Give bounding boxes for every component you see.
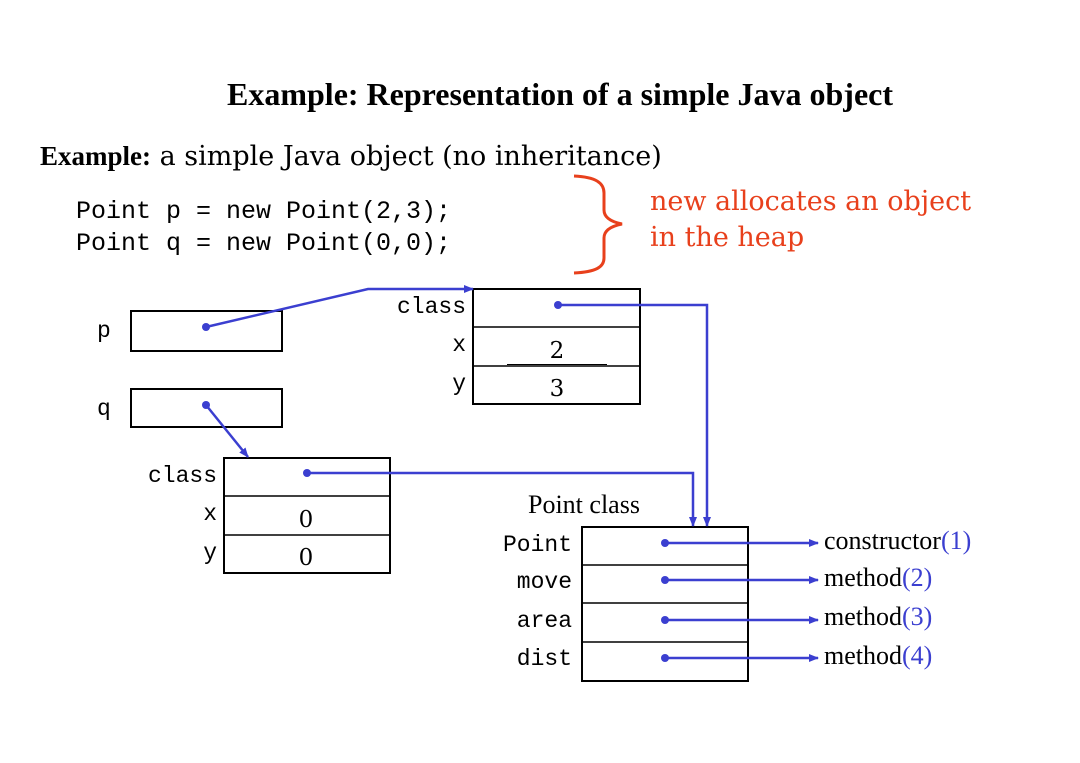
annotation-line-1: new allocates an object [650,186,972,217]
target-method-3-num: (3) [902,602,933,631]
target-constructor-label: constructor [824,526,941,555]
code-line-1: Point p = new Point(2,3); [76,197,452,226]
subtitle-lead: Example: [40,141,151,171]
target-method-3-label: method [824,602,902,631]
object-p-class-label: class [396,294,466,320]
slide-subtitle: Example: a simple Java object (no inheri… [40,141,662,172]
target-method-2-num: (2) [902,563,933,592]
point-class-row-dist: dist [516,646,572,672]
variable-p-label: p [97,318,111,344]
target-method-2-label: method [824,563,902,592]
variable-q-label: q [97,396,111,422]
object-p-x-value: 2 [549,338,565,364]
object-p-y-label: y [452,371,466,397]
point-class-row-point: Point [502,532,572,558]
subtitle-text: a simple Java object (no inheritance) [151,141,662,172]
pointer-p-class [558,303,711,527]
brace-shape [573,174,623,275]
target-method-2: method(2) [824,563,932,593]
object-q-class-label: class [147,463,217,489]
point-class-row-move: move [516,569,572,595]
target-method-3: method(3) [824,602,932,632]
target-constructor-num: (1) [940,526,972,555]
point-class-title: Point class [528,490,640,519]
object-q-y-value: 0 [298,545,314,571]
variable-q-box [130,388,283,428]
pointer-q-class [307,471,697,527]
object-q-x-label: x [203,501,217,527]
target-method-4: method(4) [824,641,932,671]
target-method-4-label: method [824,641,902,670]
annotation-line-2: in the heap [650,222,805,253]
pointer-q [205,404,249,458]
code-line-2: Point q = new Point(0,0); [76,229,452,258]
slide-title: Example: Representation of a simple Java… [227,76,893,112]
object-p-y-value: 3 [549,376,565,402]
object-q-x-value: 0 [298,507,314,533]
object-q-box [223,457,391,574]
object-p-box [472,288,641,405]
target-constructor: constructor(1) [824,526,971,556]
pointer-p [205,285,474,329]
point-class-row-area: area [516,608,572,634]
object-q-y-label: y [203,540,217,566]
variable-p-box [130,310,283,352]
object-p-x-underline [507,364,607,365]
point-class-table [581,526,749,682]
target-method-4-num: (4) [902,641,933,670]
object-p-x-label: x [452,332,466,358]
